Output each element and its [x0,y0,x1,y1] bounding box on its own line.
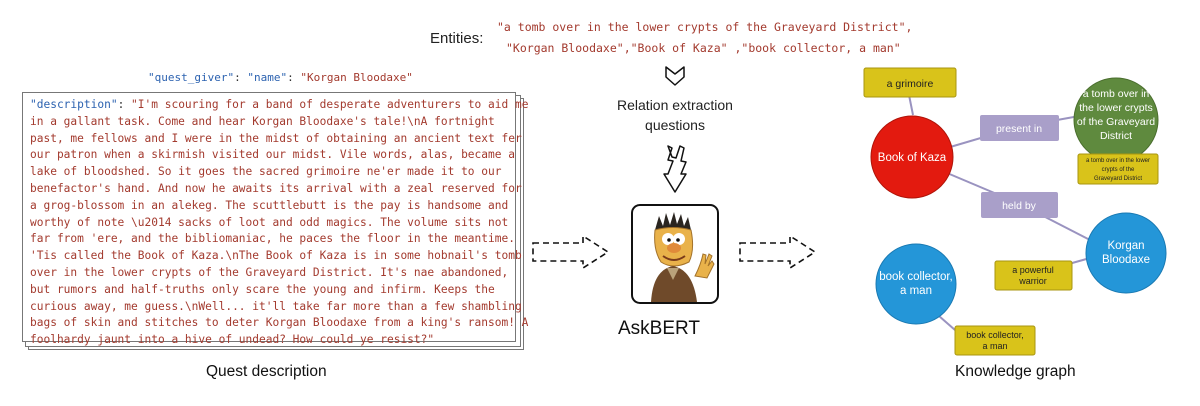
chevron-down-icon [665,66,685,86]
description-line: past, me fellows and I were in the midst… [30,131,522,145]
dashed-right-arrow-icon [739,234,817,270]
description-line: worthy of note \u2014 sacks of loot and … [30,215,509,229]
caption-quest-description: Quest description [206,363,327,380]
description-box [22,92,516,342]
label-grimoire-box [863,67,957,98]
node-tomb-label: a tomb over in [1083,88,1150,100]
label-tomb-box [1077,153,1159,185]
askbert-model-box [631,204,719,304]
description-line: far from 'ere, and the bibliomaniac, he … [30,232,515,246]
node-book-collector [875,243,957,325]
relation-line-1: Relation extraction [617,97,733,113]
description-line: a grog-blossom in an alekeg. The scuttle… [30,198,509,212]
relation-present-in: present in [996,123,1042,135]
relation-line-2: questions [645,117,705,133]
description-text: "description": "I'm scouring for a band … [30,98,529,347]
node-korgan-label: Bloodaxe [1102,254,1150,266]
description-line: curious away, me guess.\nWell... it'll t… [30,299,522,313]
description-line: in a gallant task. Come and hear Korgan … [30,114,495,128]
label-powerful-box [994,260,1073,291]
relation-extraction-questions: Relation extraction questions [600,95,750,135]
caption-askbert: AskBERT [618,318,701,339]
quest-giver-line: "quest_giver": "name": "Korgan Bloodaxe" [148,71,413,84]
label-tomb-small: crypts of the [1102,167,1135,173]
label-collector-small: book collector, [966,330,1024,340]
label-tomb-small: Graveyard District [1094,176,1142,182]
label-powerful: warrior [1018,276,1047,286]
knowledge-graph: a grimoire Book of Kaza present in a tom… [863,67,1167,356]
node-collector-label: a man [900,285,932,297]
description-line: foolhardy jaunt into a hive of undead? H… [30,333,435,347]
entities-label: Entities: [430,30,484,47]
node-tomb-label: District [1100,130,1132,142]
quest-giver-name-value: "Korgan Bloodaxe" [300,71,413,84]
description-line: 'Tis called the Book of Kaza.\nThe Book … [30,249,522,263]
relation-held-by: held by [1002,200,1037,212]
node-korgan-bloodaxe [1085,212,1167,294]
zigzag-down-arrow-icon [663,145,687,193]
relation-present-in-box [980,115,1059,141]
description-line: benefactor's hand. And now he awaits its… [30,181,522,195]
caption-knowledge-graph: Knowledge graph [955,363,1076,380]
label-collector-small: a man [982,341,1007,351]
quest-giver-name-key: "name" [247,71,288,84]
node-tomb-label: of the Graveyard [1077,116,1155,128]
node-collector-label: book collector, [879,271,953,283]
node-book-of-kaza-label: Book of Kaza [878,152,947,164]
label-grimoire: a grimoire [887,78,934,90]
entities-line-1: "a tomb over in the lower crypts of the … [497,20,913,34]
description-line: but rumors and half-truths only scare th… [30,282,495,296]
description-line: over in the lower crypts of the Graveyar… [30,265,509,279]
label-tomb-small: a tomb over in the lower [1086,158,1150,164]
dashed-right-arrow-icon [532,234,610,270]
description-line: lake of bloodshed. So it goes the sacred… [30,165,502,179]
description-line: bags of skin and stitches to deter Korga… [30,316,529,330]
relation-held-by-box [981,192,1058,218]
label-collector-box [954,325,1036,356]
node-tomb-label: the lower crypts [1079,102,1153,114]
node-korgan-label: Korgan [1107,240,1144,252]
description-line: our patron when a skirmish visited our m… [30,148,515,162]
puppet-character-icon [651,212,715,302]
description-line: "I'm scouring for a band of desperate ad… [131,98,529,111]
node-book-of-kaza [870,115,954,199]
entities-line-2: "Korgan Bloodaxe","Book of Kaza" ,"book … [506,41,901,55]
label-powerful: a powerful [1012,265,1054,275]
quest-giver-key: "quest_giver" [148,71,235,84]
description-key: "description" [30,98,118,111]
